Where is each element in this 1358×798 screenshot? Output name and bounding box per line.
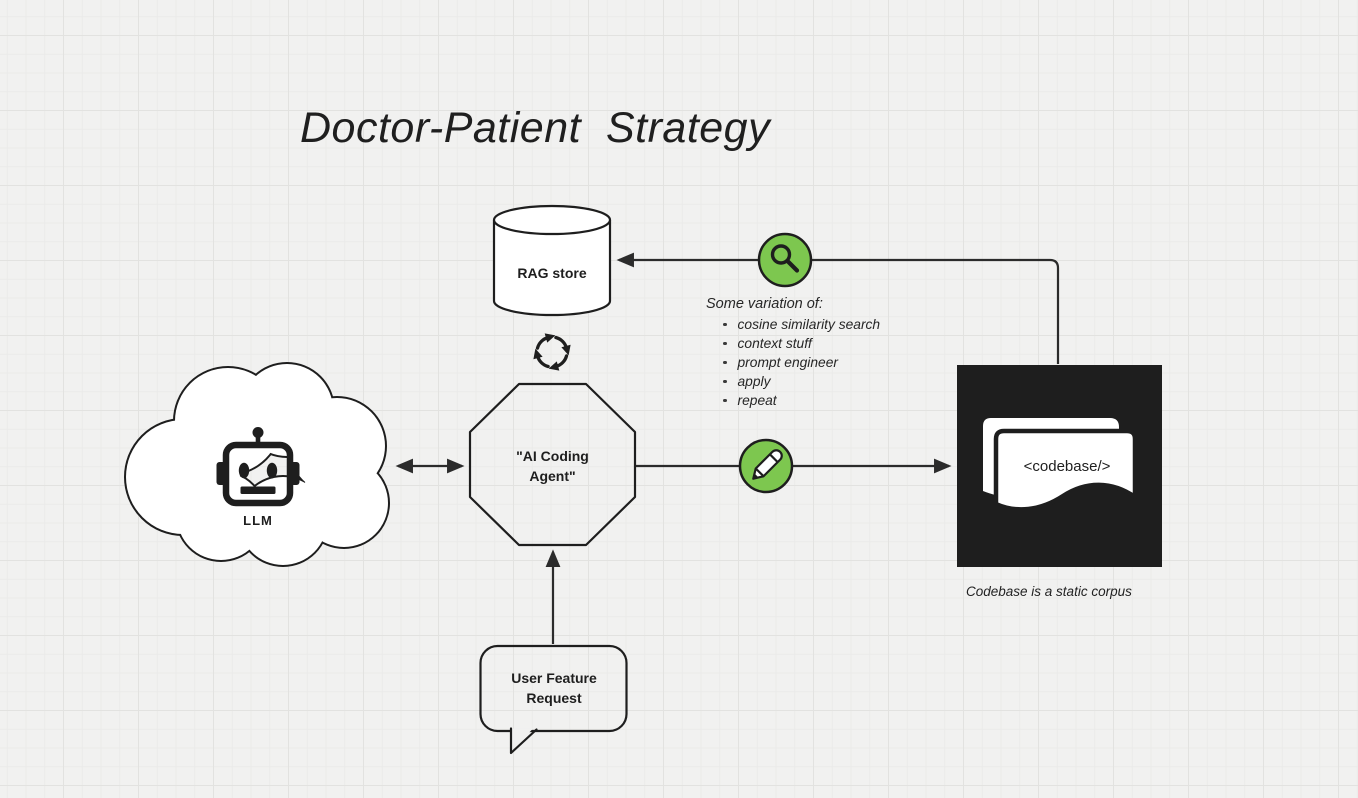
- robot-icon[interactable]: [216, 427, 300, 507]
- annotation-item: cosine similarity search: [723, 315, 880, 334]
- annotation-item-text: apply: [737, 374, 771, 389]
- diagram-title[interactable]: Doctor-Patient Strategy: [300, 104, 771, 152]
- codebase-block-shape[interactable]: [957, 365, 1162, 567]
- annotation-item-text: context stuff: [737, 336, 812, 351]
- rag-store-label[interactable]: RAG store: [517, 265, 587, 281]
- user-request-label-line2: Request: [526, 690, 582, 706]
- bullet-dot: [723, 398, 727, 403]
- annotation-item: context stuff: [723, 334, 880, 353]
- agent-label-line2: Agent": [529, 468, 576, 484]
- edge-codebase-ragstore[interactable]: [616, 252, 1060, 364]
- agent-label[interactable]: "AI Coding Agent": [470, 446, 635, 486]
- agent-octagon-shape[interactable]: [468, 382, 637, 547]
- annotation-item: prompt engineer: [723, 353, 880, 372]
- agent-label-line1: "AI Coding: [516, 448, 589, 464]
- user-request-label[interactable]: User Feature Request: [481, 668, 627, 708]
- bullet-dot: [723, 360, 727, 365]
- llm-cloud-shape[interactable]: [124, 362, 390, 567]
- annotation-item-text: prompt engineer: [737, 355, 838, 370]
- user-request-label-line1: User Feature: [511, 670, 597, 686]
- bullet-dot: [723, 379, 727, 384]
- annotation-item-text: repeat: [737, 393, 777, 408]
- annotation-item: repeat: [723, 391, 880, 410]
- rag-store-cylinder-shape[interactable]: [492, 204, 612, 317]
- bullet-dot: [723, 322, 727, 327]
- search-icon[interactable]: [757, 232, 813, 288]
- user-request-bubble-shape[interactable]: [479, 644, 628, 755]
- annotation-item-text: cosine similarity search: [737, 317, 881, 332]
- codebase-caption[interactable]: Codebase is a static corpus: [966, 584, 1132, 599]
- llm-label[interactable]: LLM: [243, 513, 273, 528]
- document-front: [993, 428, 1138, 512]
- cycle-icon[interactable]: [531, 331, 573, 373]
- annotation-block[interactable]: Some variation of: cosine similarity sea…: [706, 296, 880, 410]
- pencil-icon[interactable]: [738, 438, 794, 494]
- annotation-list: cosine similarity search context stuff p…: [723, 315, 880, 410]
- annotation-item: apply: [723, 372, 880, 391]
- codebase-label[interactable]: <codebase/>: [1023, 458, 1111, 475]
- bullet-dot: [723, 341, 727, 346]
- annotation-heading: Some variation of:: [706, 296, 823, 312]
